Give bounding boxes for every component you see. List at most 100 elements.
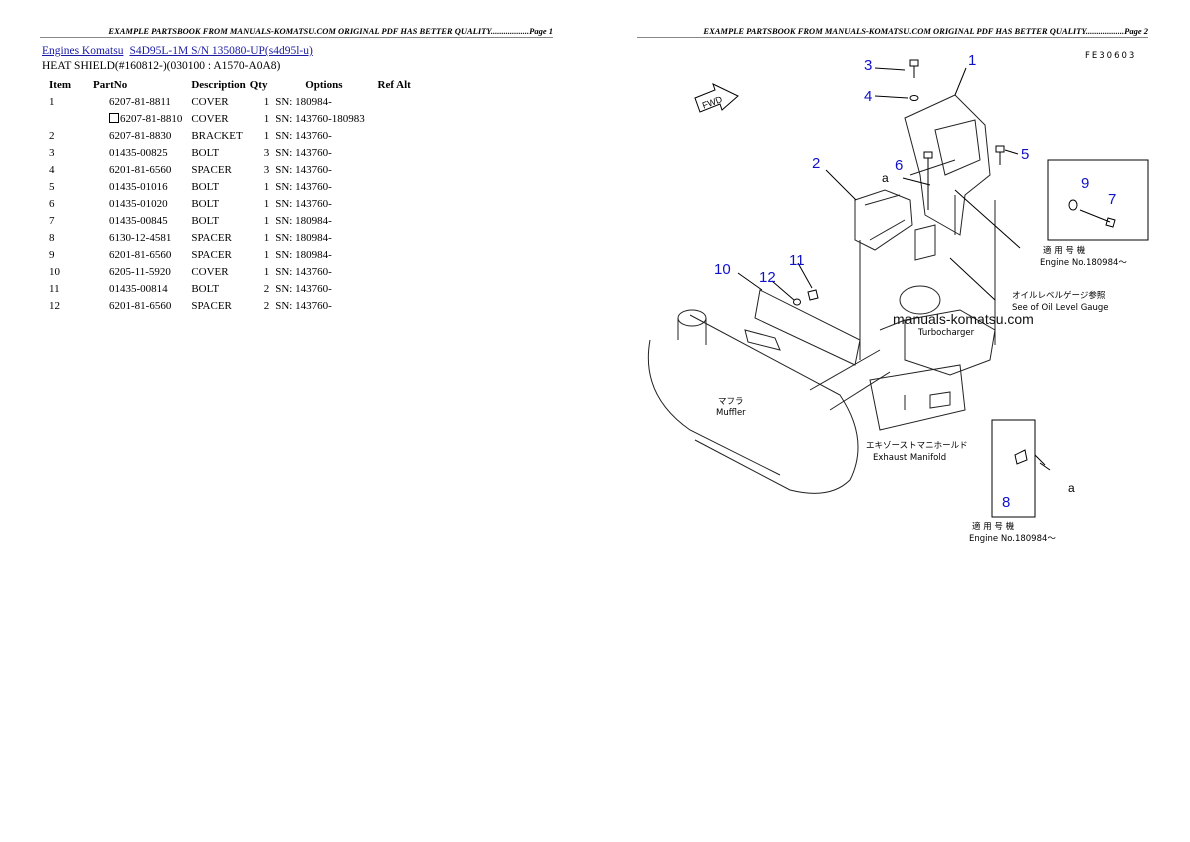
qty-cell: 3 — [250, 161, 274, 178]
partno-cell: 01435-00845 — [75, 212, 186, 229]
description-cell: SPACER — [186, 297, 249, 314]
partno-cell: 6207-81-8830 — [75, 127, 186, 144]
options-cell-text: SN: 143760- — [275, 299, 332, 312]
partno-cell: 01435-00814 — [75, 280, 186, 297]
ref-alt-cell — [373, 212, 415, 229]
spacer-9-icon — [1068, 199, 1078, 211]
qty-cell: 1 — [250, 178, 274, 195]
partno-cell-text: 6201-81-6560 — [109, 163, 172, 176]
description-cell: BOLT — [186, 195, 249, 212]
note-bottom-jp: 適 用 号 機 — [972, 521, 1015, 532]
item-cell-text: 4 — [49, 163, 55, 176]
detail-box-top — [1047, 159, 1149, 241]
options-cell-text: SN: 143760- — [275, 180, 332, 193]
header-rule-left — [40, 37, 553, 38]
item-cell: 2 — [44, 127, 75, 144]
description-cell: COVER — [186, 263, 249, 280]
options-cell: SN: 143760-180983 — [273, 110, 372, 127]
options-cell: SN: 143760- — [273, 127, 372, 144]
partno-cell-text: 01435-01020 — [109, 197, 168, 210]
partno-cell-text: 6201-81-6560 — [109, 299, 172, 312]
item-cell: 3 — [44, 144, 75, 161]
note-top-jp: 適 用 号 機 — [1043, 245, 1086, 256]
qty-cell-text: 3 — [263, 146, 270, 159]
callout-11: 12 — [759, 269, 776, 286]
item-cell-text: 11 — [49, 282, 60, 295]
partno-cell-text: 6130-12-4581 — [109, 231, 172, 244]
description-cell: BRACKET — [186, 127, 249, 144]
description-cell-text: COVER — [191, 95, 229, 108]
partno-cell: 6130-12-4581 — [75, 229, 186, 246]
description-cell-text: BOLT — [191, 146, 220, 159]
item-cell: 12 — [44, 297, 75, 314]
description-cell-text: BRACKET — [191, 129, 243, 142]
bolt-11-icon — [807, 289, 819, 301]
description-cell-text: BOLT — [191, 197, 220, 210]
callout-3: 3 — [864, 57, 872, 74]
options-cell-text: SN: 143760-180983 — [275, 112, 365, 125]
partno-cell-text: 6207-81-8810 — [120, 112, 183, 125]
ref-alt-cell — [373, 127, 415, 144]
description-cell-text: SPACER — [191, 231, 232, 244]
options-cell: SN: 180984- — [273, 246, 372, 263]
partno-cell-text: 01435-00814 — [109, 282, 168, 295]
description-cell: BOLT — [186, 212, 249, 229]
callout-labels: 1 2 3 4 5 6 7 8 9 10 12 11 — [714, 52, 1116, 511]
qty-cell-text: 1 — [263, 197, 270, 210]
options-cell: SN: 180984- — [273, 229, 372, 246]
item-cell: 10 — [44, 263, 75, 280]
partno-cell-text: 01435-01016 — [109, 180, 168, 193]
item-cell-text: 9 — [49, 248, 55, 261]
section-title: HEAT SHIELD(#160812-)(030100 : A1570-A0A… — [42, 60, 281, 72]
options-cell: SN: 143760- — [273, 263, 372, 280]
item-cell-text: 8 — [49, 231, 55, 244]
parts-diagram: FWD — [647, 51, 1149, 544]
spacer-12-icon — [793, 298, 801, 306]
column-header-options: Options — [305, 78, 343, 91]
partno-cell-text: 6201-81-6560 — [109, 248, 172, 261]
breadcrumb-link-engines[interactable]: Engines Komatsu — [42, 45, 124, 57]
callout-8: 8 — [1002, 494, 1010, 511]
fwd-arrow-icon: FWD — [694, 83, 739, 113]
diagram-code: FE30603 — [1085, 51, 1136, 61]
header-rule-right — [637, 37, 1148, 38]
qty-cell: 1 — [250, 127, 274, 144]
description-cell-text: COVER — [191, 265, 229, 278]
column-header-description: Description — [191, 78, 246, 91]
partno-cell: 6205-11-5920 — [75, 263, 186, 280]
partno-cell-text: 6207-81-8830 — [109, 129, 172, 142]
item-cell-text: 3 — [49, 146, 55, 159]
qty-cell: 1 — [250, 195, 274, 212]
qty-cell-text: 2 — [263, 282, 270, 295]
options-cell-text: SN: 143760- — [275, 265, 332, 278]
item-cell-text: 10 — [49, 265, 60, 278]
ref-alt-cell — [373, 144, 415, 161]
breadcrumb: Engines Komatsu S4D95L-1M S/N 135080-UP(s… — [42, 45, 313, 57]
watermark: manuals-komatsu.com — [893, 311, 1034, 327]
callout-6: 6 — [895, 157, 903, 174]
options-cell-text: SN: 143760- — [275, 163, 332, 176]
bolt-6-icon — [923, 151, 933, 210]
qty-cell-text: 1 — [263, 180, 270, 193]
ref-alt-cell — [373, 195, 415, 212]
cover-shape — [904, 94, 991, 236]
callout-7: 7 — [1108, 191, 1116, 208]
qty-cell-text: 1 — [263, 265, 270, 278]
manifold-label-jp: エキゾーストマニホールド — [866, 441, 968, 451]
item-cell-text: 7 — [49, 214, 55, 227]
ref-alt-cell — [373, 161, 415, 178]
exhaust-manifold-shape — [869, 364, 966, 431]
description-cell-text: COVER — [191, 112, 229, 125]
options-cell: SN: 143760- — [273, 161, 372, 178]
breadcrumb-link-model[interactable]: S4D95L-1M S/N 135080-UP(s4d95l-u) — [129, 45, 313, 57]
description-cell: SPACER — [186, 246, 249, 263]
qty-cell: 3 — [250, 144, 274, 161]
item-cell-text: 5 — [49, 180, 55, 193]
page-header-right: EXAMPLE PARTSBOOK FROM MANUALS-KOMATSU.C… — [703, 26, 1148, 36]
qty-cell: 1 — [250, 93, 274, 110]
alternate-marker-icon — [109, 112, 119, 123]
partno-cell: 01435-01016 — [75, 178, 186, 195]
